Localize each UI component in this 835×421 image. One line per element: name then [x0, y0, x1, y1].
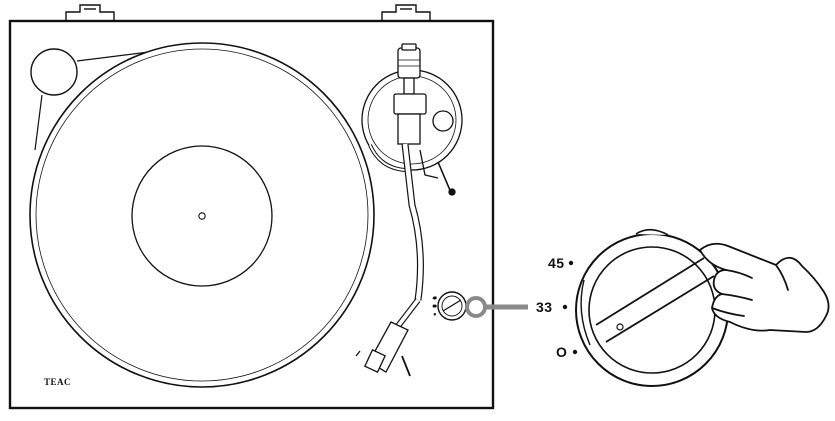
spindle [198, 212, 206, 220]
counterweight [397, 47, 421, 79]
headshell [355, 321, 411, 377]
svg-text:45: 45 [548, 255, 565, 271]
hand-icon [699, 242, 830, 333]
svg-text:45: 45 [433, 296, 437, 300]
svg-text:33: 33 [433, 304, 437, 308]
anti-skate-knob [432, 110, 454, 132]
hinge-left [65, 4, 115, 22]
platter-rim [35, 48, 369, 382]
hinge-right [381, 4, 431, 22]
speed-label-45: 45 [548, 255, 574, 271]
motor-pulley [30, 48, 78, 96]
speed-label-off: O [556, 344, 578, 360]
callout-connector [465, 296, 528, 318]
speed-label-33: 33 [536, 299, 568, 315]
speed-knob-icon[interactable] [575, 228, 729, 387]
brand-logo: TEAC [44, 377, 71, 387]
svg-text:O: O [556, 344, 567, 360]
svg-text:o: o [434, 312, 436, 316]
svg-text:33: 33 [536, 299, 553, 315]
tonearm-base [361, 43, 463, 196]
speed-knob-small: 45 33 o [433, 291, 467, 321]
